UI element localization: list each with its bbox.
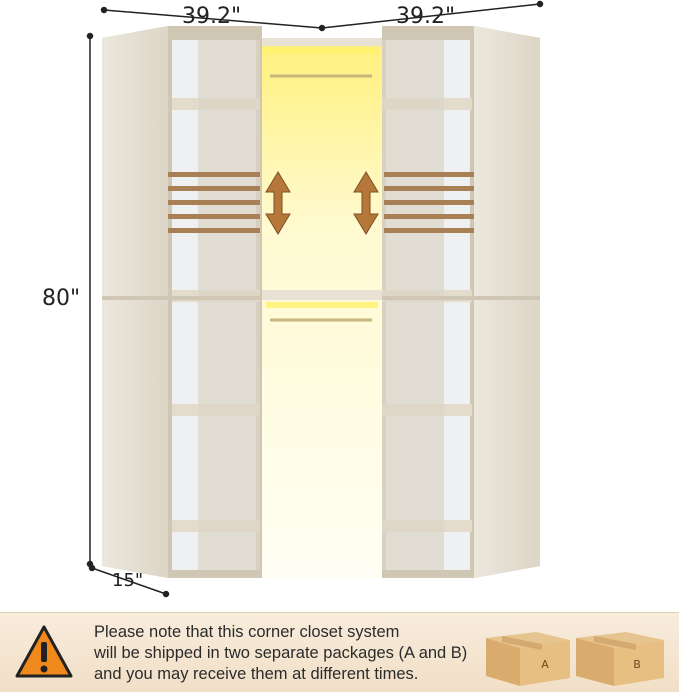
package-b-box-icon: B — [576, 632, 664, 686]
warning-triangle-icon — [15, 625, 73, 678]
width-left-label: 39.2" — [182, 4, 242, 29]
width-right-label: 39.2" — [396, 4, 456, 29]
dimension-lines — [86, 0, 544, 598]
lower-led-strip — [266, 302, 378, 308]
depth-label: 15" — [112, 570, 144, 591]
adjust-arrow-left-icon — [265, 171, 291, 235]
package-a-box-icon: A — [486, 632, 570, 686]
package-b-label: B — [633, 658, 641, 671]
center-hanging-section — [262, 38, 382, 578]
notice-line: and you may receive them at different ti… — [94, 665, 419, 683]
upper-led-strip — [266, 48, 378, 54]
notice-line: will be shipped in two separate packages… — [94, 644, 468, 662]
closet-illustration — [86, 0, 544, 598]
left-adjustable-bars — [168, 172, 260, 233]
right-tower — [382, 26, 540, 578]
adjust-arrow-right-icon — [353, 171, 379, 235]
middle-corner-shelf — [262, 290, 382, 300]
notice-line: Please note that this corner closet syst… — [94, 623, 400, 641]
package-a-label: A — [541, 658, 549, 671]
height-label: 80" — [42, 286, 81, 311]
right-adjustable-bars — [384, 172, 474, 233]
left-tower — [102, 26, 262, 578]
notice-text: Please note that this corner closet syst… — [94, 622, 494, 685]
